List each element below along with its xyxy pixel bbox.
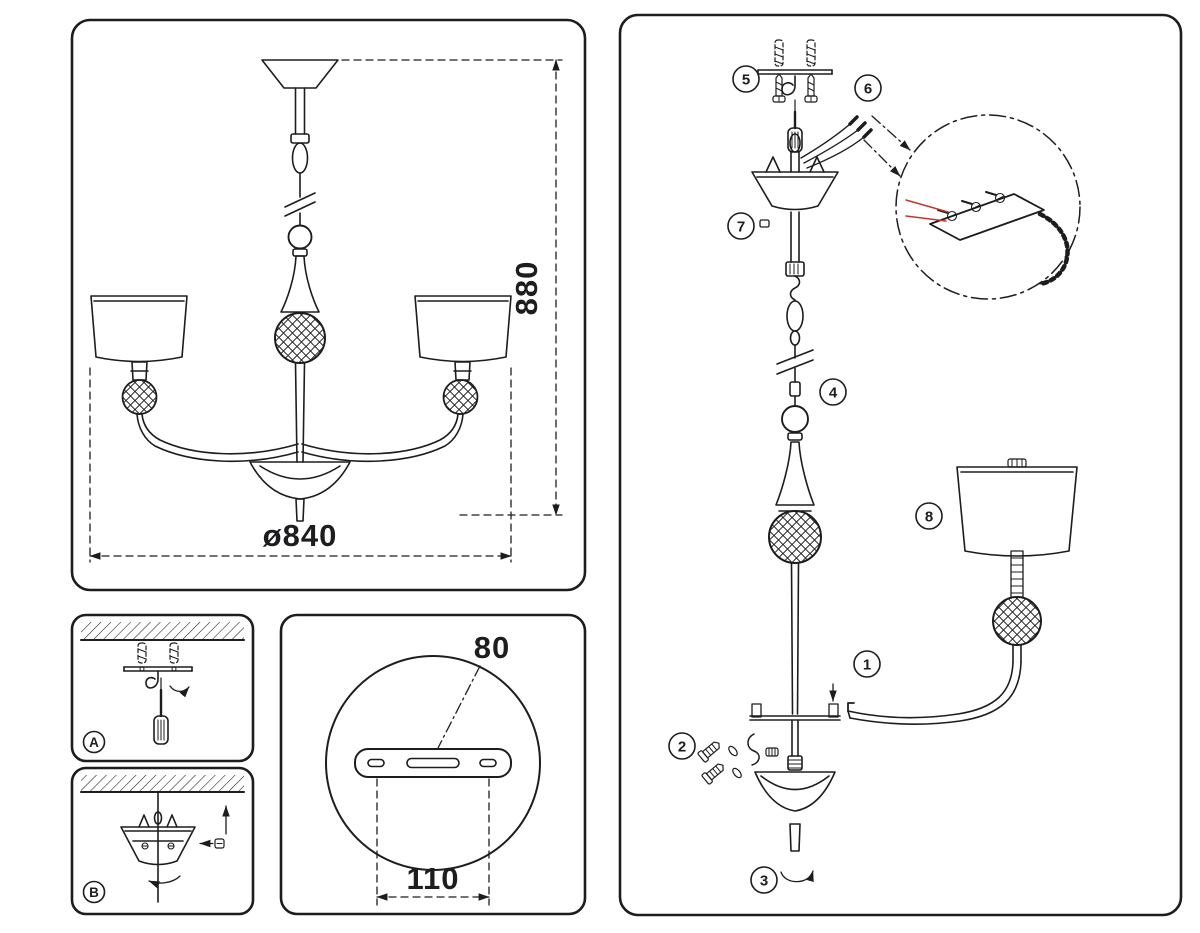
step-4-label: 4 [829, 385, 838, 402]
panel-overview-frame [70, 18, 587, 592]
rotate-arrow-icon [780, 870, 814, 883]
wire-pointer-red [905, 215, 947, 222]
bottom-bowl-icon [249, 461, 351, 522]
hook-icon [145, 670, 159, 689]
variant-b-badge: B [82, 880, 106, 904]
chain-link-icon [291, 142, 309, 198]
height-dimension: 880 [341, 59, 563, 516]
crystal-ball-icon [768, 510, 822, 564]
canopy-icon [261, 59, 339, 144]
lock-screw-icon [199, 838, 225, 849]
step-8-badge: 8 [915, 502, 943, 530]
step-7-badge: 7 [727, 212, 755, 240]
step-6-label: 6 [864, 81, 872, 98]
slot-dimension-label: 80 [474, 630, 510, 665]
step-1-label: 1 [863, 657, 871, 674]
spacing-dimension-label: 110 [406, 861, 459, 896]
rod-chain-icon [785, 211, 805, 359]
variant-a-badge: A [82, 730, 106, 754]
hanging-ring-icon [781, 405, 809, 433]
hook-plate-icon [123, 666, 193, 672]
arm-screws-icon [697, 733, 779, 785]
screwdriver-icon [153, 677, 169, 745]
mounting-plate-drawing [354, 748, 512, 778]
panel-mount-a: A [70, 613, 255, 763]
ground-wire-icon [1037, 211, 1070, 287]
diameter-dimension-label: ø840 [263, 518, 338, 553]
panel-assembly: 1 2 3 4 5 6 7 8 [618, 13, 1183, 917]
left-shade-icon [90, 295, 188, 415]
mount-clip-icon [759, 219, 770, 228]
break-mark-icon [776, 349, 814, 375]
step-2-badge: 2 [668, 732, 696, 760]
step-3-label: 3 [760, 873, 768, 890]
break-mark-icon [284, 192, 316, 226]
terminal-block-icon [929, 191, 1045, 241]
cord-plug-icon [789, 367, 801, 406]
shade-assembly-icon [956, 458, 1078, 663]
variant-b-label: B [89, 885, 99, 900]
canopy-bracket-icon [120, 811, 196, 866]
center-rod [790, 562, 800, 715]
slot-dimension-leader [437, 665, 481, 749]
detail-leader [863, 139, 901, 177]
rotate-arrow-icon [148, 875, 181, 889]
panel-mount-a-frame [70, 613, 255, 763]
plate-side-slot-left [367, 758, 385, 768]
diameter-dimension: ø840 [89, 367, 512, 563]
column-icon [280, 255, 320, 313]
center-rod [294, 362, 306, 463]
arm-icon [847, 661, 1022, 726]
wiring-detail-circle [895, 114, 1081, 300]
step-1-badge: 1 [853, 650, 881, 678]
chandelier-drawing [90, 59, 512, 522]
step-4-badge: 4 [819, 378, 847, 406]
crystal-ball-icon [274, 312, 326, 364]
plate-side-slot-right [479, 758, 497, 768]
height-dimension-label: 880 [509, 261, 544, 316]
bottom-bowl-icon [754, 720, 836, 812]
ceiling-hatch [81, 775, 244, 792]
hook-plate-icon [757, 69, 833, 75]
rotate-arrow-icon [169, 685, 190, 698]
step-2-label: 2 [678, 739, 686, 756]
plate-center-slot [406, 757, 460, 769]
wall-anchor-icon [774, 39, 816, 67]
detail-circle [325, 655, 541, 871]
spacing-dimension: 110 [376, 778, 490, 906]
panel-overview: 880 ø840 [70, 18, 587, 592]
detail-leader [871, 115, 911, 151]
step-7-label: 7 [737, 219, 745, 236]
ceiling-hatch [81, 622, 244, 640]
panel-plate-detail: 80 110 [279, 613, 587, 916]
wall-anchor-icon [137, 642, 179, 664]
variant-a-label: A [89, 735, 99, 750]
step-8-label: 8 [925, 509, 933, 526]
step-5-label: 5 [742, 72, 750, 89]
step-6-badge: 6 [854, 74, 882, 102]
step-3-badge: 3 [750, 866, 778, 894]
wire-pointer-red [905, 199, 949, 213]
panel-mount-b: B [70, 766, 255, 916]
ring-collar [787, 432, 803, 441]
arm-hub-icon [749, 703, 841, 721]
right-shade-icon [414, 295, 512, 415]
panel-assembly-frame [618, 13, 1183, 917]
screw-icon [772, 73, 818, 103]
hook-icon [781, 75, 796, 96]
canopy-assembly-icon [751, 133, 839, 211]
step-5-badge: 5 [732, 65, 760, 93]
finial-icon [789, 823, 801, 852]
